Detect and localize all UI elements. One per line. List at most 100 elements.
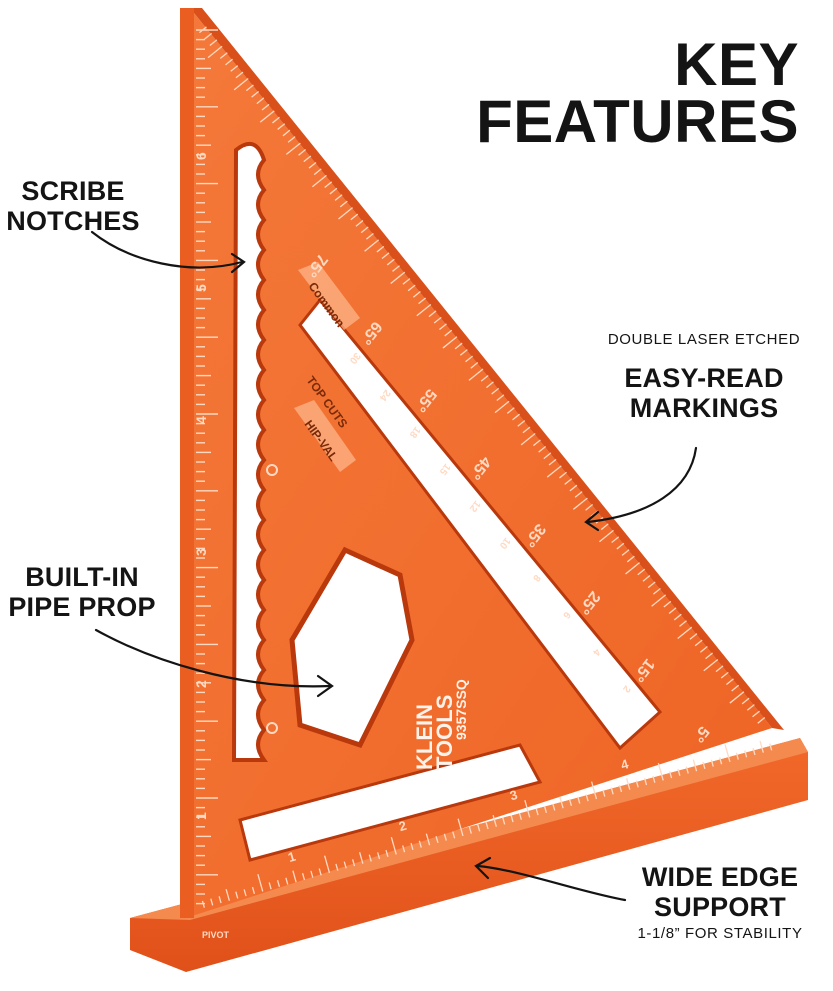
tick-mark [663, 600, 672, 608]
callout-wide-edge: WIDE EDGE SUPPORT 1-1/8” FOR STABILITY [615, 862, 825, 943]
tick-mark [428, 310, 437, 318]
tick-mark [377, 852, 381, 860]
tick-mark [652, 775, 656, 783]
scale-number: 2 [620, 683, 632, 695]
tick-mark [520, 433, 536, 446]
heading-line-2: FEATURES [476, 88, 799, 155]
tick-mark [310, 870, 314, 878]
callout-line: MARKINGS [629, 393, 779, 424]
tick-mark [207, 45, 223, 59]
callout-pipe-prop: BUILT-IN PIPE PROP [4, 562, 160, 622]
tick-mark [492, 814, 497, 827]
tick-mark [257, 874, 264, 892]
tick-mark [651, 594, 667, 607]
tick-mark [626, 555, 635, 563]
arrow-pipe-head [316, 674, 334, 698]
tick-mark [230, 65, 239, 72]
tick-mark [524, 799, 531, 818]
tick-mark [435, 835, 439, 844]
tick-mark [585, 794, 589, 802]
callout-arrows [90, 230, 698, 902]
tick-mark [233, 78, 249, 91]
scale-number: 6 [560, 609, 572, 621]
tick-mark [277, 123, 286, 130]
hip-scale-strip [294, 400, 356, 472]
tick-mark [518, 812, 522, 820]
tick-mark [364, 239, 380, 252]
tick-mark [225, 58, 233, 66]
tick-mark [210, 898, 214, 906]
scale-number: 4 [590, 646, 602, 658]
tick-mark [318, 868, 322, 876]
callout-line: WIDE EDGE [641, 862, 799, 892]
tick-mark [486, 381, 494, 389]
tick-mark [324, 181, 333, 188]
tick-mark [355, 220, 364, 227]
tick-mark [502, 817, 506, 825]
tick-mark [496, 394, 505, 401]
base-slot [238, 743, 543, 862]
tick-mark [285, 142, 301, 155]
tick-mark [338, 207, 353, 220]
tick-mark [625, 777, 631, 790]
tick-mark [465, 355, 473, 363]
tick-mark [602, 789, 606, 797]
tick-mark [351, 859, 356, 867]
pivot-hole [266, 722, 278, 734]
tick-mark [457, 818, 464, 837]
tick-mark [517, 420, 526, 427]
tick-mark [677, 626, 693, 640]
arrow-laser [586, 446, 698, 524]
tick-mark [402, 845, 406, 853]
tick-mark [385, 849, 389, 857]
tick-mark [303, 155, 312, 163]
callout-line: SUPPORT [654, 892, 786, 923]
callout-scribe-notches: SCRIBE NOTCHES [6, 176, 140, 236]
tick-mark [261, 103, 270, 111]
tick-mark [459, 349, 468, 356]
tick-mark [204, 32, 213, 40]
tick-mark [735, 752, 739, 760]
tick-mark [616, 542, 625, 550]
tick-mark [729, 691, 745, 704]
tick-mark [412, 291, 421, 298]
tick-mark [559, 471, 567, 479]
tick-mark [442, 336, 458, 349]
tick-mark [468, 826, 472, 834]
tick-mark [418, 297, 427, 305]
tick-mark [746, 704, 755, 711]
callout-subtitle: 1-1/8” FOR STABILITY [637, 925, 803, 943]
tick-mark [668, 607, 677, 614]
tick-mark [199, 26, 207, 34]
heading-line-1: KEY [674, 31, 799, 98]
scale-number: 4 [193, 416, 209, 424]
tick-mark [512, 413, 520, 421]
tick-mark [243, 889, 247, 897]
tick-mark [590, 781, 598, 800]
tick-mark [685, 766, 689, 774]
tick-mark [572, 497, 588, 510]
arrow-edge-head [474, 856, 492, 880]
tick-mark [702, 761, 706, 770]
tick-mark [543, 805, 548, 813]
tick-mark [480, 374, 489, 382]
tick-mark [752, 710, 760, 718]
tick-mark [298, 149, 306, 156]
tick-mark [577, 796, 581, 804]
tick-mark [618, 785, 623, 793]
tick-mark [292, 870, 297, 883]
arrow-edge [476, 864, 627, 902]
tick-mark [705, 652, 714, 660]
tick-mark [543, 452, 552, 460]
tick-mark [625, 562, 640, 575]
arrow-scribe-head [230, 252, 246, 274]
tick-mark [699, 646, 708, 653]
tick-mark [494, 400, 510, 414]
ruler-ticks [196, 26, 773, 908]
tick-mark [339, 200, 348, 208]
tick-mark [741, 697, 750, 705]
callout-line: SCRIBE [21, 176, 125, 206]
tick-mark [621, 549, 630, 556]
tick-mark [268, 882, 272, 890]
tick-mark [313, 168, 322, 176]
